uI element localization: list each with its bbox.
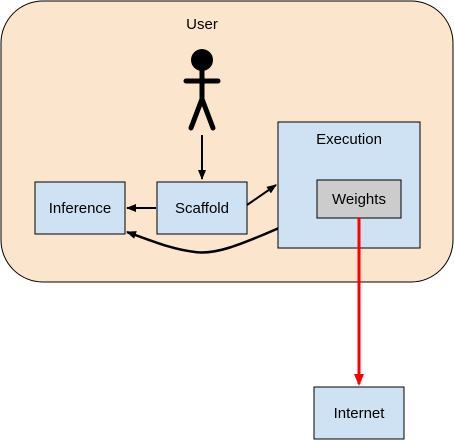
- edge-scaffold-to-execution: [246, 184, 277, 206]
- internet-box: [313, 386, 405, 440]
- weights-box: [316, 179, 402, 219]
- scaffold-label: Scaffold: [175, 199, 229, 217]
- execution-label: Execution: [316, 130, 382, 148]
- scaffold-box: [156, 181, 248, 235]
- internet-label: Internet: [333, 404, 385, 422]
- user-region-title: User: [186, 15, 218, 33]
- inference-box: [34, 181, 126, 235]
- inference-label: Inference: [48, 199, 112, 217]
- stick-figure-icon: [183, 49, 221, 131]
- weights-label: Weights: [332, 190, 386, 208]
- edge-execution-to-inference: [126, 226, 280, 254]
